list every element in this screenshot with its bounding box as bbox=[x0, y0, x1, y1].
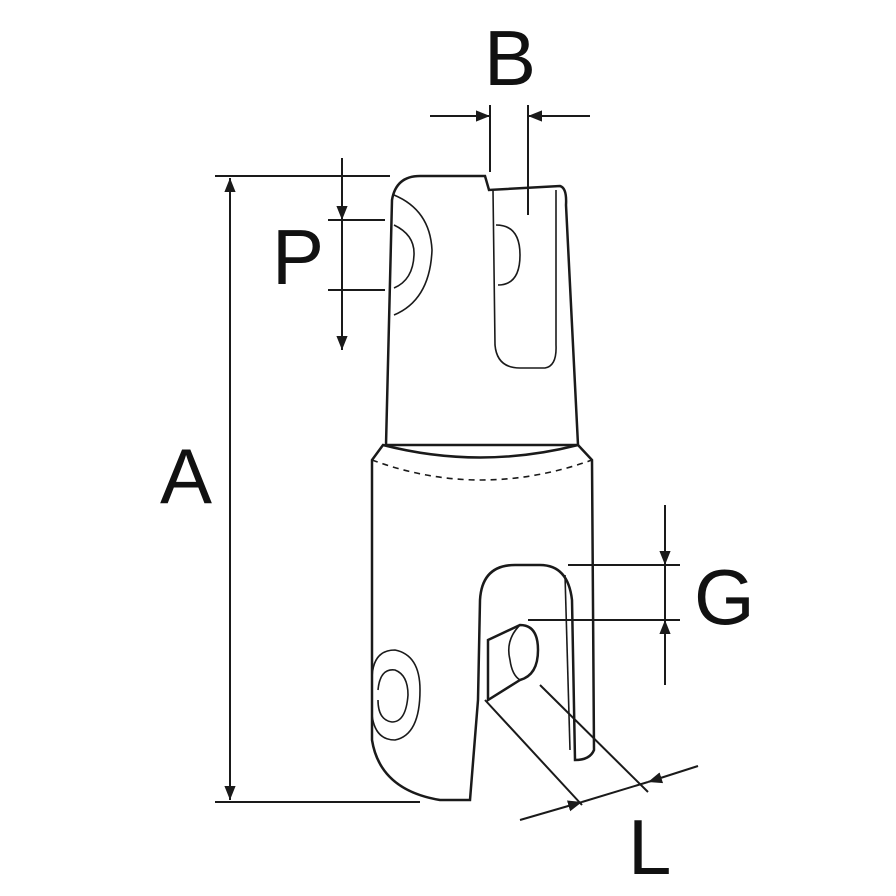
dimension-g: G bbox=[528, 505, 755, 685]
lower-body bbox=[370, 443, 596, 802]
label-b: B bbox=[484, 14, 536, 102]
label-l: L bbox=[628, 803, 671, 891]
dimension-l: L bbox=[484, 684, 699, 891]
label-g: G bbox=[694, 553, 755, 641]
dimension-b: B bbox=[430, 14, 590, 215]
dimension-a: A bbox=[160, 175, 420, 803]
label-a: A bbox=[160, 432, 212, 520]
upper-jaw bbox=[384, 174, 580, 447]
dimension-p: P bbox=[272, 158, 385, 350]
label-p: P bbox=[272, 213, 324, 301]
